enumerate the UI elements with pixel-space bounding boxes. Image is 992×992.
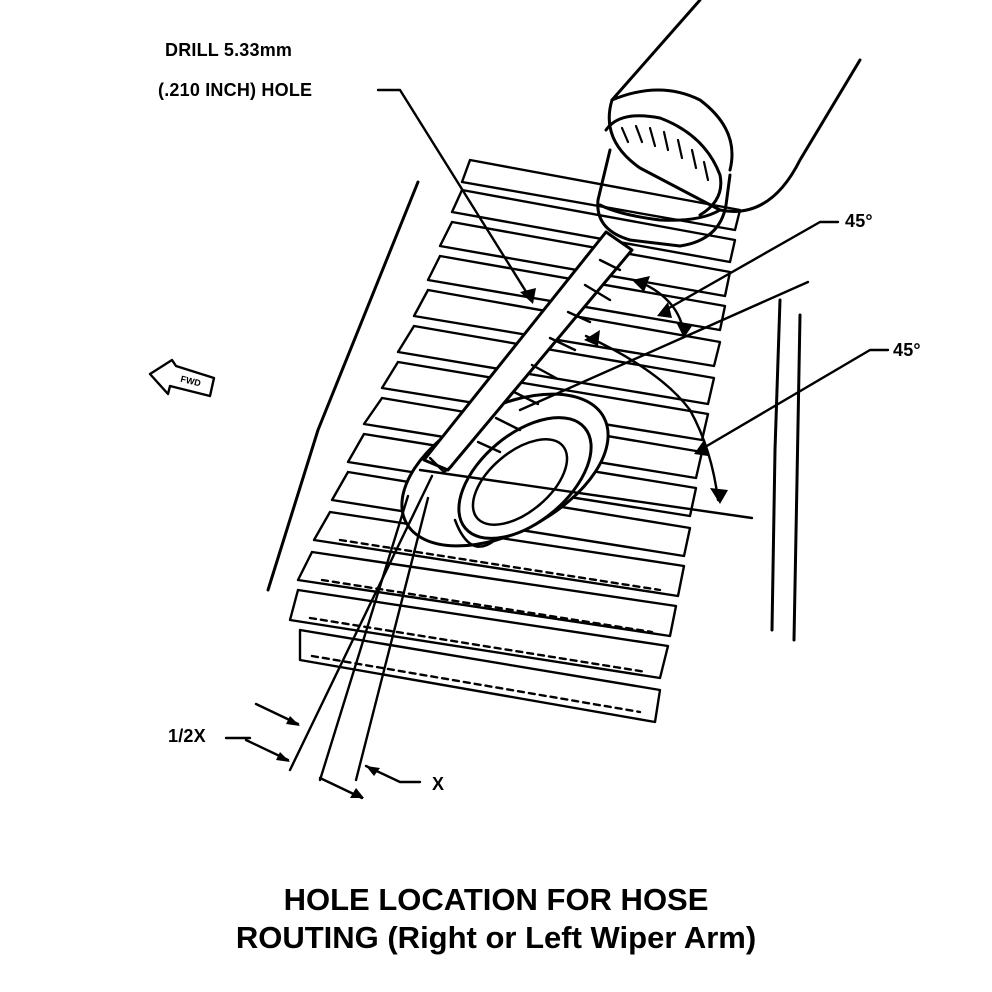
dimension-lines bbox=[224, 474, 434, 800]
figure-caption-line2: ROUTING (Right or Left Wiper Arm) bbox=[235, 920, 757, 955]
figure-caption-line1: HOLE LOCATION FOR HOSE bbox=[283, 882, 709, 917]
leader-lines bbox=[376, 88, 890, 452]
cowl-panel-edges bbox=[266, 180, 802, 642]
dimension-arrowheads bbox=[276, 716, 380, 798]
angle-arrowheads bbox=[584, 276, 728, 504]
fwd-arrow bbox=[148, 358, 216, 398]
angle-label-lower: 45° bbox=[893, 340, 921, 360]
x-label: X bbox=[432, 774, 445, 794]
drill-motor bbox=[596, 0, 862, 248]
drill-label-line1: DRILL 5.33mm bbox=[165, 40, 293, 60]
angle-label-upper: 45° bbox=[845, 211, 873, 231]
leader-arrowheads bbox=[520, 288, 708, 456]
fwd-label: FWD bbox=[180, 374, 203, 389]
drill-label-line2: (.210 INCH) HOLE bbox=[158, 80, 313, 100]
drill-bit bbox=[422, 230, 634, 474]
half-x-label: 1/2X bbox=[168, 726, 206, 746]
